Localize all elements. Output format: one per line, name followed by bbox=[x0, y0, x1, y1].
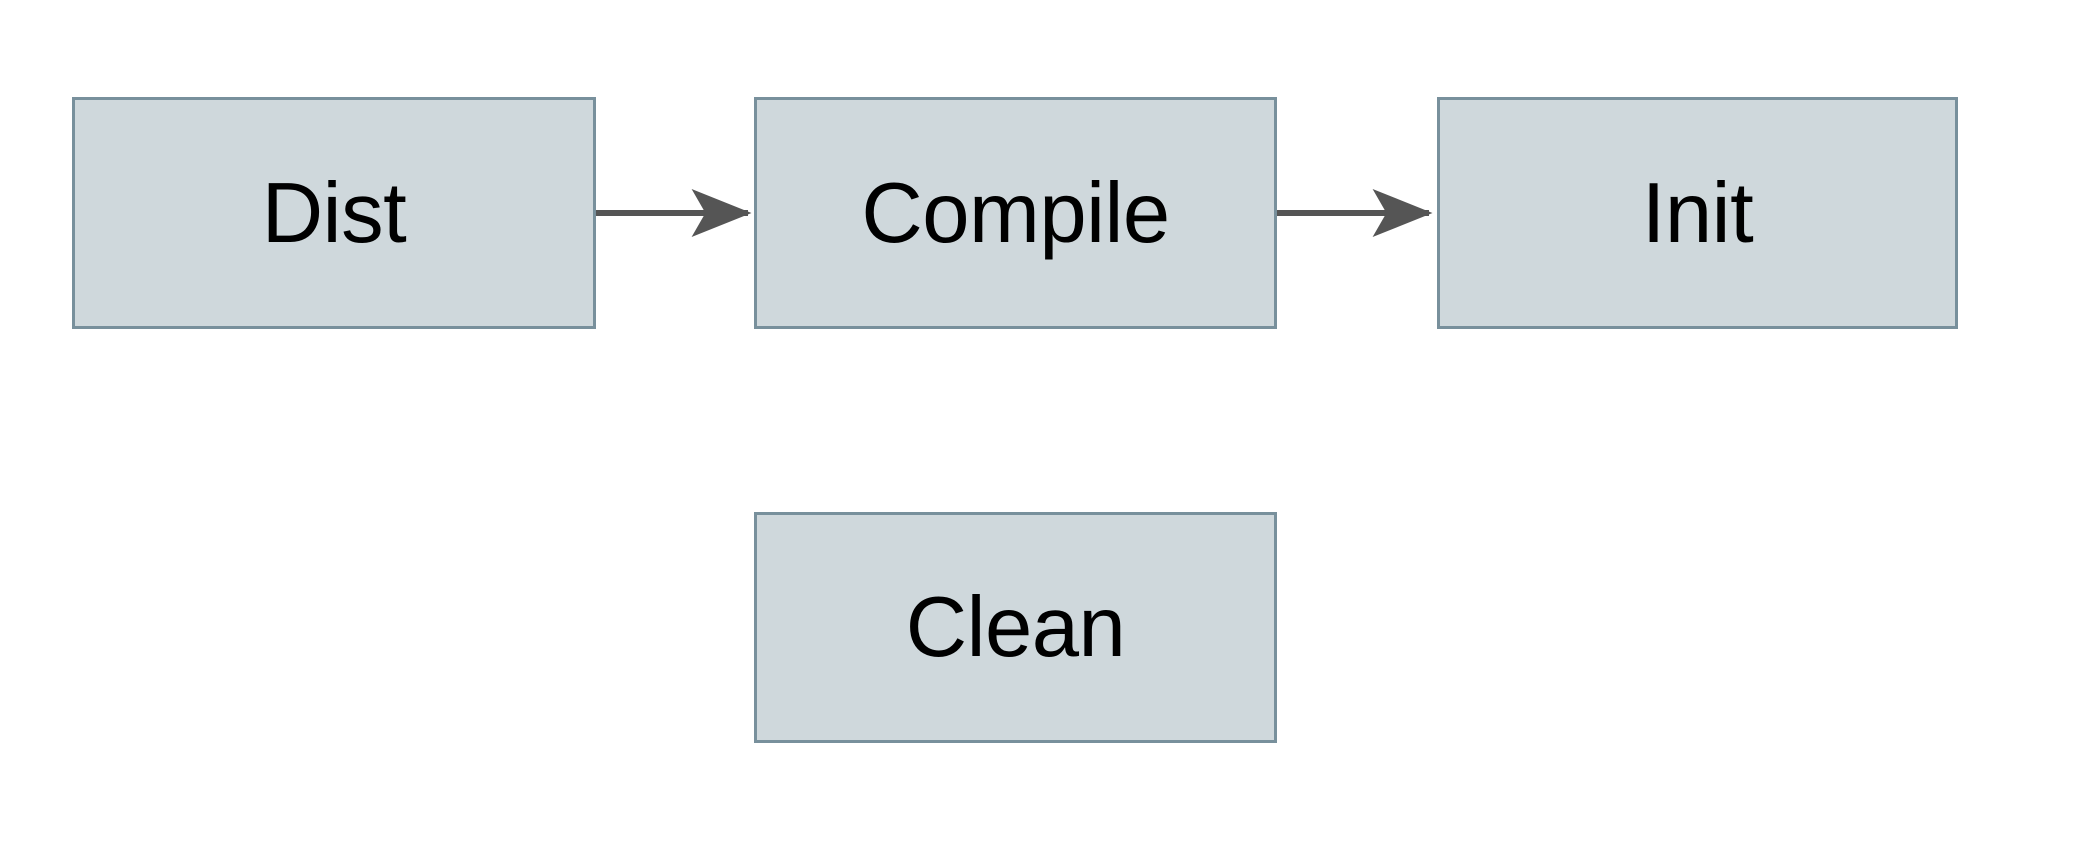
node-clean[interactable]: Clean bbox=[754, 512, 1277, 743]
node-dist-label: Dist bbox=[261, 165, 407, 261]
node-compile-label: Compile bbox=[861, 165, 1170, 261]
node-dist[interactable]: Dist bbox=[72, 97, 596, 329]
node-clean-label: Clean bbox=[905, 580, 1126, 675]
node-init[interactable]: Init bbox=[1437, 97, 1958, 329]
node-compile[interactable]: Compile bbox=[754, 97, 1277, 329]
node-init-label: Init bbox=[1641, 165, 1754, 261]
